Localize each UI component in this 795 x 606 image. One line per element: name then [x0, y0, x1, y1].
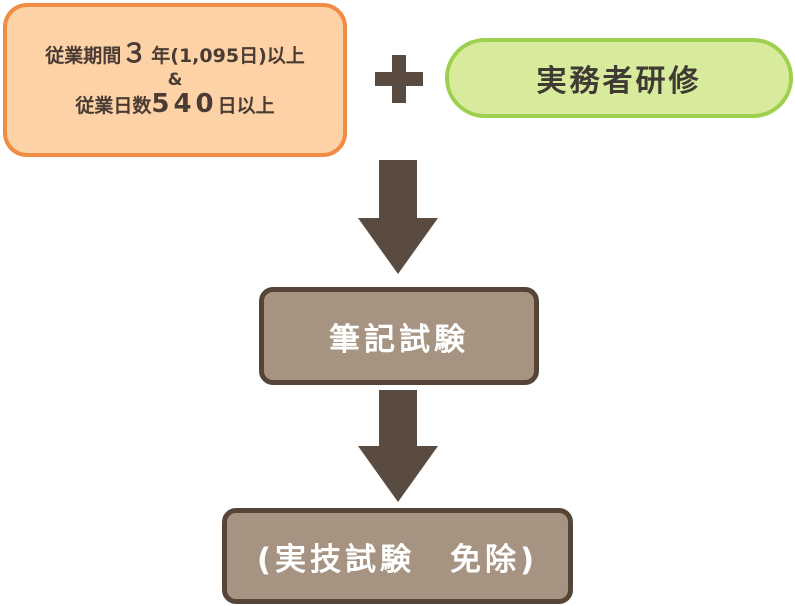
requirement-period-label: 従業期間	[45, 45, 122, 67]
plus-icon	[375, 55, 423, 103]
written-exam-box: 筆記試験	[259, 287, 539, 385]
requirements-box: 従業期間３年(1,095日)以上 & 従業日数540日以上	[3, 3, 347, 157]
requirement-connector: &	[167, 70, 183, 90]
training-box: 実務者研修	[445, 38, 793, 118]
practical-exam-exempt-label: (実技試験 免除)	[256, 541, 539, 578]
requirement-period-detail: 年(1,095日)以上	[151, 45, 305, 67]
requirement-days-count: 540	[151, 89, 218, 119]
written-exam-label: 筆記試験	[329, 321, 469, 358]
requirement-days-label: 従業日数	[75, 95, 152, 117]
requirement-period-years: ３	[121, 39, 152, 69]
practical-exam-exempt-box: (実技試験 免除)	[222, 508, 573, 604]
requirement-line-days: 従業日数540日以上	[75, 91, 274, 119]
training-label: 実務者研修	[536, 64, 702, 99]
arrow-down-icon	[358, 390, 438, 502]
arrow-down-icon	[358, 160, 438, 274]
requirement-days-unit: 日以上	[217, 95, 275, 117]
plus-icon-vertical	[392, 55, 406, 103]
requirement-line-period: 従業期間３年(1,095日)以上	[45, 41, 305, 69]
